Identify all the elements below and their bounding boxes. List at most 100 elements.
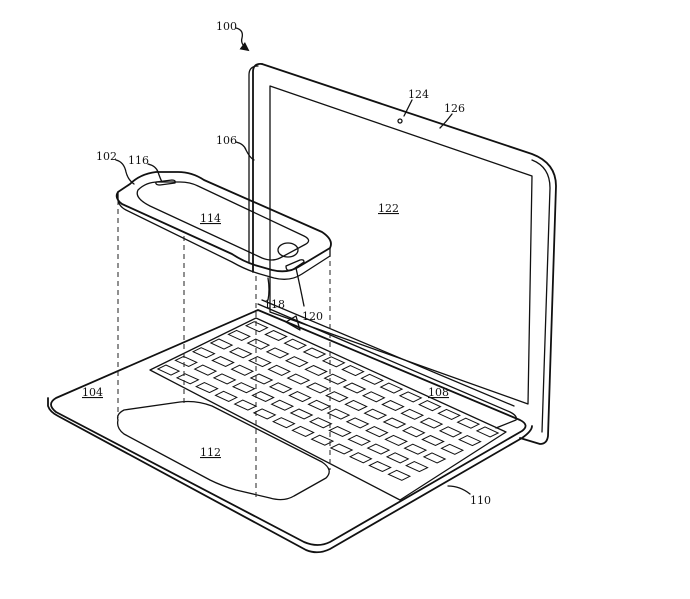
- keyboard-key: [305, 382, 330, 394]
- keyboard-key: [211, 355, 235, 368]
- keyboard-key: [347, 434, 372, 446]
- keyboard-key: [438, 426, 463, 438]
- keyboard-key: [421, 434, 445, 447]
- keyboard-key: [403, 443, 428, 455]
- keyboard-key: [348, 452, 373, 464]
- keyboard-key: [363, 408, 388, 420]
- laptop-base: [47, 299, 533, 554]
- keyboard-key: [252, 408, 277, 420]
- keyboard-key: [381, 399, 405, 412]
- keyboard-key: [422, 452, 447, 464]
- keyboard-key: [341, 365, 365, 377]
- keyboard-key: [249, 373, 274, 385]
- keyboard-key: [264, 329, 288, 342]
- keyboard-key: [272, 417, 296, 429]
- keyboard-key: [248, 356, 272, 368]
- keyboard-key: [156, 364, 181, 376]
- keyboard-key: [283, 338, 308, 350]
- label-126: 126: [444, 102, 465, 115]
- label-104: 104: [82, 386, 103, 399]
- laptop-display: [248, 63, 557, 445]
- keyboard-key: [321, 356, 346, 368]
- keyboard-key: [344, 399, 368, 411]
- keyboard-key: [382, 417, 407, 429]
- keyboard-key: [361, 391, 386, 403]
- keyboard-key: [228, 347, 253, 359]
- keyboard-key: [212, 373, 237, 385]
- keyboard-keys: [156, 321, 500, 481]
- keyboard-key: [191, 347, 216, 359]
- keyboard-key: [307, 399, 331, 411]
- keyboard-key: [456, 417, 481, 429]
- keyboard-key: [326, 408, 351, 420]
- keyboard-key: [268, 382, 293, 394]
- keyboard-key: [401, 426, 426, 438]
- keyboard-key: [400, 408, 425, 420]
- keyboard-key: [365, 426, 389, 438]
- keyboard-key: [329, 443, 354, 455]
- keyboard-key: [231, 382, 256, 394]
- keyboard-key: [291, 425, 315, 437]
- keyboard-key: [323, 373, 348, 385]
- keyboard-key: [233, 399, 258, 411]
- keyboard-key: [265, 347, 290, 359]
- keyboard-key: [385, 452, 410, 464]
- keyboard-key: [214, 390, 238, 402]
- keyboard-key: [418, 400, 442, 412]
- keyboard-key: [384, 434, 408, 446]
- keyboard-key: [419, 417, 444, 429]
- keyboard-key: [175, 373, 200, 385]
- label-116: 116: [128, 154, 149, 167]
- keyboard-key: [288, 391, 312, 403]
- keyboard-key: [405, 461, 429, 473]
- label-102: 102: [96, 150, 117, 163]
- keyboard-key: [174, 355, 198, 367]
- keyboard-key: [209, 338, 234, 350]
- keyboard-key: [379, 382, 404, 394]
- label-112: 112: [200, 446, 221, 459]
- keyboard-key: [267, 364, 291, 376]
- keyboard-key: [193, 364, 218, 376]
- keyboard-key: [286, 373, 311, 385]
- keyboard-key: [195, 382, 219, 394]
- label-124: 124: [408, 88, 429, 101]
- keyboard-key: [345, 417, 370, 429]
- keyboard-key: [246, 338, 271, 350]
- label-118: 118: [264, 298, 285, 311]
- label-106: 106: [216, 134, 237, 147]
- projection-lines: [117, 200, 331, 500]
- keyboard-key: [437, 408, 461, 420]
- keyboard-key: [304, 364, 328, 377]
- keyboard-key: [230, 364, 255, 376]
- keyboard-key: [227, 329, 251, 341]
- keyboard-key: [475, 426, 500, 438]
- label-110: 110: [470, 494, 491, 507]
- keyboard-key: [368, 460, 392, 473]
- keyboard-key: [251, 390, 275, 403]
- keyboard-key: [440, 443, 465, 455]
- keyboard-key: [328, 425, 352, 438]
- label-114: 114: [200, 212, 221, 225]
- keyboard-key: [284, 356, 309, 368]
- label-122: 122: [378, 202, 399, 215]
- trackpad: [116, 400, 330, 501]
- keyboard-key: [360, 373, 384, 385]
- keyboard-key: [366, 443, 391, 455]
- smartphone: [115, 171, 332, 280]
- keyboard-key: [302, 347, 327, 359]
- label-100: 100: [216, 20, 237, 33]
- label-108: 108: [428, 386, 449, 399]
- keyboard-key: [387, 469, 412, 481]
- keyboard-key: [308, 417, 333, 429]
- keyboard: [149, 317, 507, 501]
- keyboard-key: [310, 434, 335, 446]
- keyboard-key: [342, 382, 367, 394]
- keyboard-key: [458, 435, 482, 447]
- keyboard-key: [398, 391, 423, 403]
- keyboard-key: [289, 408, 314, 420]
- leader-lines: [115, 27, 471, 495]
- keyboard-key: [325, 391, 349, 403]
- reference-labels: 100 102 116 106 124 126 114 122 118 120 …: [82, 20, 491, 507]
- keyboard-key: [244, 321, 269, 333]
